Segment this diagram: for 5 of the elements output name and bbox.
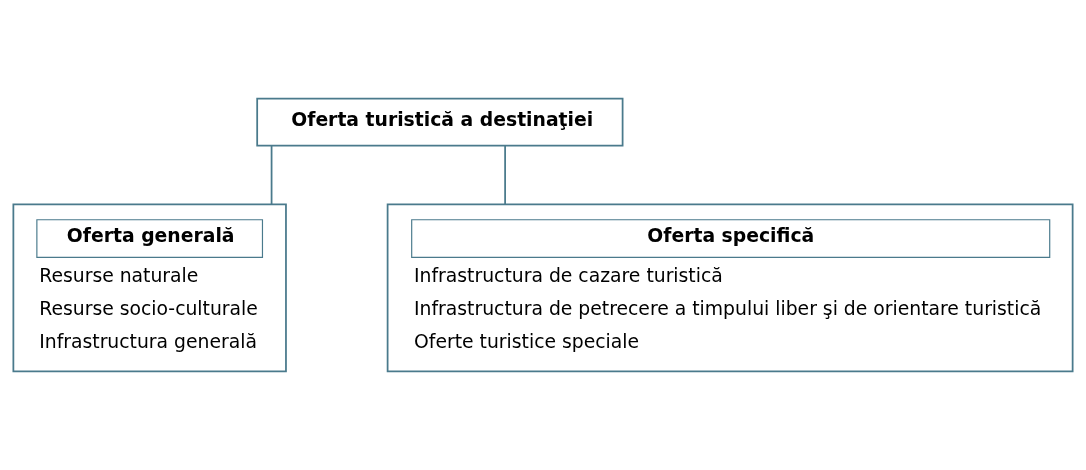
node-box: Oferta turistică a destinaţiei xyxy=(256,97,624,147)
node-box: Oferta specifică Infrastructura de cazare turistică Infrastructura de petrecere a timpului liber şi de orientare turistică Oferte turistice speciale xyxy=(386,203,1074,373)
connector xyxy=(504,145,506,206)
connector xyxy=(270,145,273,206)
node-box: Oferta generală Resurse naturale Resurse socio-culturale Infrastructura generală xyxy=(12,203,287,373)
